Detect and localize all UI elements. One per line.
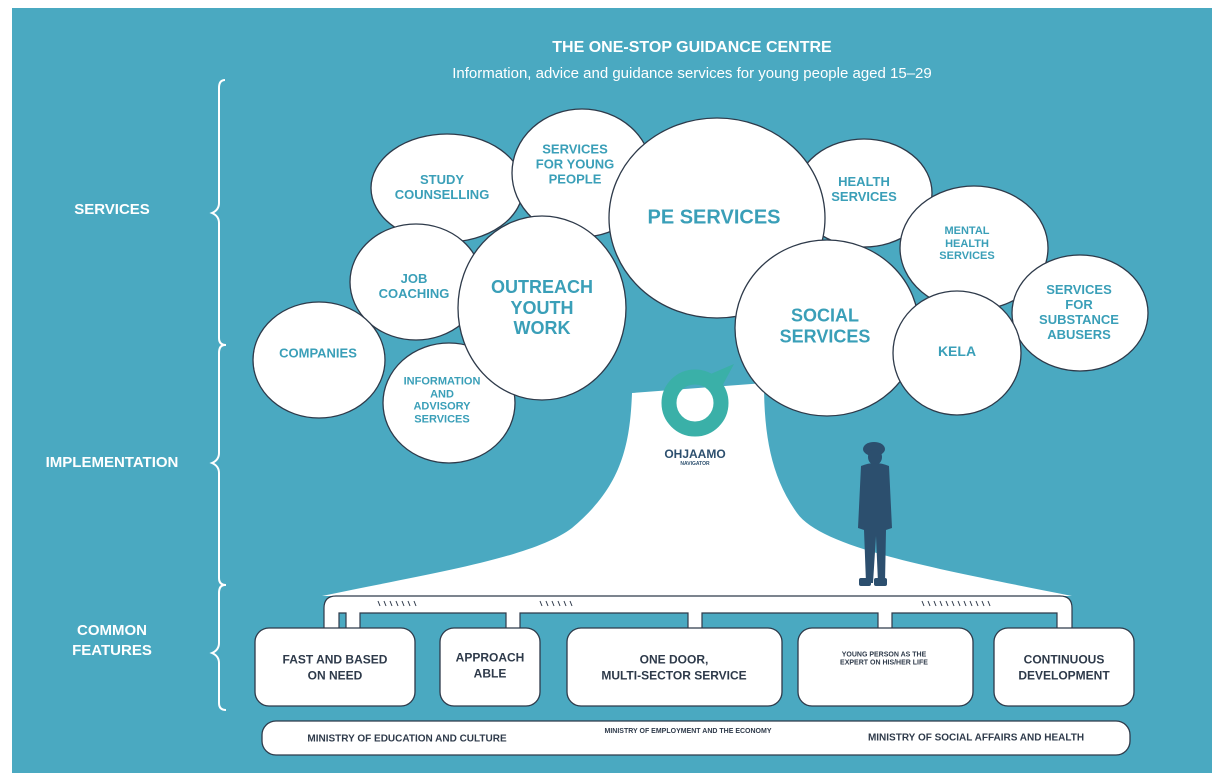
- cloud-label-outreach-youth-work: OUTREACH YOUTH WORK: [491, 276, 593, 339]
- section-label-services: SERVICES: [74, 201, 150, 218]
- cloud-label-services-for-young-people: SERVICES FOR YOUNG PEOPLE: [535, 141, 615, 187]
- cloud-companies: [252, 301, 386, 419]
- logo-wordmark: OHJAAMO: [664, 447, 726, 461]
- cloud-label-companies: COMPANIES: [279, 345, 357, 361]
- page-title: THE ONE-STOP GUIDANCE CENTRE: [552, 39, 832, 56]
- feature-box-young-person: [797, 627, 974, 707]
- section-label-implementation: IMPLEMENTATION: [45, 454, 179, 471]
- cloud-services-for-substance-abusers: [1011, 254, 1149, 372]
- feature-continuous: CONTINUOUS DEVELOPMENT: [1018, 652, 1110, 682]
- cloud-label-health-services: HEALTH SERVICES: [831, 174, 897, 204]
- section-bracket: [209, 79, 227, 711]
- cloud-shapes: [252, 108, 1149, 464]
- cloud-kela: [892, 290, 1022, 416]
- feature-box-continuous: [993, 627, 1135, 707]
- feature-box-one-door: [566, 627, 783, 707]
- feature-fast: FAST AND BASED ON NEED: [282, 652, 388, 682]
- tree-illustration: [209, 79, 1149, 756]
- ministry-employment: MINISTRY OF EMPLOYMENT AND THE ECONOMY: [604, 727, 772, 735]
- feature-one-door: ONE DOOR, MULTI-SECTOR SERVICE: [601, 652, 747, 682]
- feature-box-fast: [254, 627, 416, 707]
- cloud-label-pe-services: PE SERVICES: [647, 206, 781, 229]
- feature-box-approachable: [439, 627, 541, 707]
- ministries-bar: [261, 720, 1131, 756]
- ohjaamo-logo-mark: [661, 364, 734, 437]
- tree-trunk: [322, 383, 1072, 596]
- page-subtitle: Information, advice and guidance service…: [452, 65, 932, 82]
- cloud-label-information-advisory: INFORMATION AND ADVISORY SERVICES: [403, 375, 481, 426]
- logo-tagline: NAVIGATOR: [680, 461, 710, 467]
- cloud-outreach-youth-work: [457, 215, 627, 401]
- cloud-label-services-for-substance-abusers: SERVICES FOR SUBSTANCE ABUSERS: [1039, 282, 1119, 342]
- cloud-label-study-counselling: STUDY COUNSELLING: [394, 172, 490, 202]
- feature-approachable: APPROACH ABLE: [455, 650, 525, 680]
- ministry-social-affairs: MINISTRY OF SOCIAL AFFAIRS AND HEALTH: [867, 732, 1085, 744]
- section-label-common-features: COMMON FEATURES: [72, 622, 152, 660]
- cloud-label-job-coaching: JOB COACHING: [378, 271, 450, 301]
- ministry-education: MINISTRY OF EDUCATION AND CULTURE: [307, 733, 507, 745]
- cloud-label-social-services: SOCIAL SERVICES: [779, 305, 871, 346]
- feature-boxes: [254, 627, 1135, 707]
- person-silhouette: [858, 442, 892, 586]
- cloud-label-mental-health-services: MENTAL HEALTH SERVICES: [939, 225, 995, 263]
- cloud-label-kela: KELA: [937, 342, 977, 359]
- diagram-canvas: THE ONE-STOP GUIDANCE CENTRE Information…: [12, 8, 1212, 773]
- feature-young-person: YOUNG PERSON AS THE EXPERT ON HIS/HER LI…: [840, 651, 928, 667]
- branch-hatching: [377, 600, 991, 607]
